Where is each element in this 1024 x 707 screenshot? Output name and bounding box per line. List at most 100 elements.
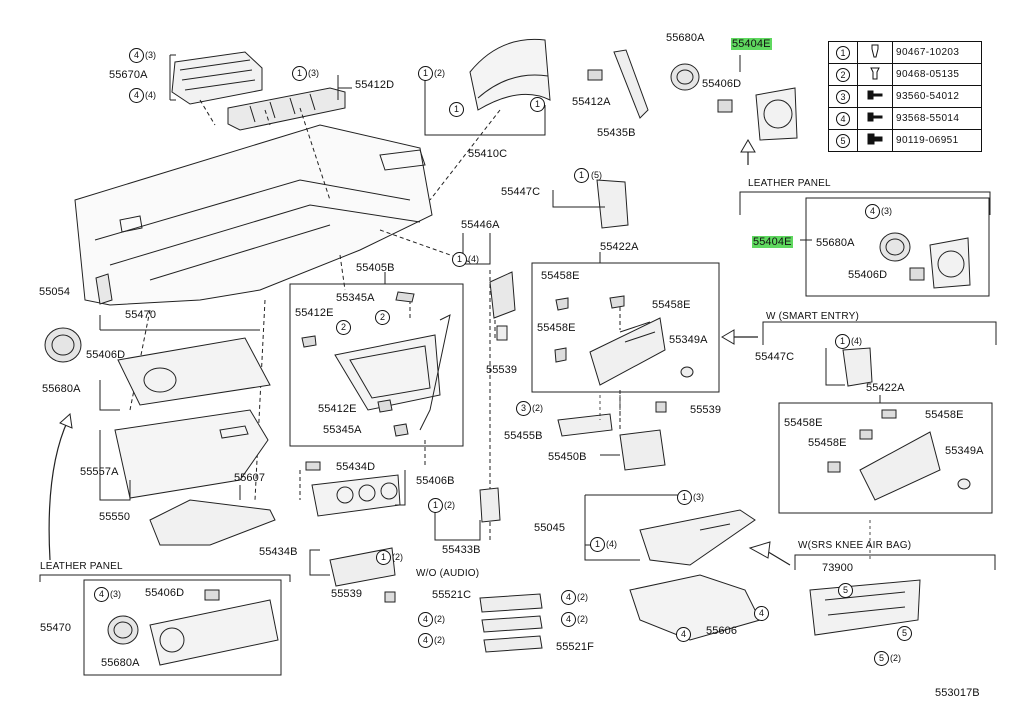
callout-qty: (2) xyxy=(577,592,588,602)
part-label: 55433B xyxy=(442,544,481,556)
part-label: 55539 xyxy=(331,588,363,600)
section-label: W/O (AUDIO) xyxy=(416,568,480,579)
screw-icon xyxy=(867,90,883,100)
part-label: 55422A xyxy=(600,241,639,253)
part-label: 55446A xyxy=(461,219,500,231)
callout-number: 4 xyxy=(561,590,576,605)
part-label: 55458E xyxy=(537,322,576,334)
meter-hood-drawing xyxy=(469,38,551,111)
callout-number: 1 xyxy=(574,168,589,183)
part-label: 55434D xyxy=(336,461,376,473)
legend-row: 1 90467-10203 xyxy=(828,41,982,64)
part-label: 55447C xyxy=(501,186,541,198)
part-label: 55412D xyxy=(355,79,395,91)
callout-number: 5 xyxy=(897,626,912,641)
callout-qty: (3) xyxy=(110,589,121,599)
legend-number: 3 xyxy=(836,89,850,104)
section-label: LEATHER PANEL xyxy=(40,561,123,572)
legend-row: 5 90119-06951 xyxy=(828,129,982,152)
diagram-code: 553017B xyxy=(935,687,980,699)
part-label: 55422A xyxy=(866,382,905,394)
callout-qty: (2) xyxy=(434,614,445,624)
legend-part-number: 90468-05135 xyxy=(892,63,982,86)
part-label: 55435B xyxy=(597,127,636,139)
part-label: 55680A xyxy=(101,657,140,669)
callout-qty: (3) xyxy=(881,206,892,216)
callout-number: 4 xyxy=(418,633,433,648)
callout-number: 1 xyxy=(590,537,605,552)
part-label: 55458E xyxy=(652,299,691,311)
section-label: LEATHER PANEL xyxy=(748,178,831,189)
legend-table: 1 90467-10203 2 90468-05135 3 93560-5401… xyxy=(828,41,982,152)
glove-box-drawing xyxy=(114,409,269,499)
callout-number: 1 xyxy=(449,102,464,117)
screw-icon xyxy=(867,112,883,122)
part-label: 55458E xyxy=(541,270,580,282)
legend-part-number: 93568-55014 xyxy=(892,107,982,130)
part-label: 55349A xyxy=(669,334,708,346)
part-label: 55406D xyxy=(145,587,185,599)
legend-number: 4 xyxy=(836,111,850,126)
part-label: 55412A xyxy=(572,96,611,108)
callout-qty: (2) xyxy=(434,68,445,78)
legend-part-number: 93560-54012 xyxy=(892,85,982,108)
part-label: 55680A xyxy=(666,32,705,44)
bracket-55607-drawing xyxy=(149,499,276,546)
legend-number: 1 xyxy=(836,45,850,60)
legend-part-number: 90119-06951 xyxy=(892,129,982,152)
callout-qty: (2) xyxy=(392,552,403,562)
callout-qty: (2) xyxy=(444,500,455,510)
part-label: 55412E xyxy=(295,307,334,319)
callout-number: 1 xyxy=(530,97,545,112)
callout-qty: (3) xyxy=(693,492,704,502)
lower-dash-drawing xyxy=(639,509,756,566)
part-label: 55450B xyxy=(548,451,587,463)
callout-qty: (3) xyxy=(145,50,156,60)
part-label: 55606 xyxy=(706,625,738,637)
part-label: 55345A xyxy=(323,424,362,436)
callout-number: 4 xyxy=(754,606,769,621)
callout-number: 4 xyxy=(129,88,144,103)
callout-number: 1 xyxy=(418,66,433,81)
strip-drawing xyxy=(613,49,649,119)
part-label: 55458E xyxy=(784,417,823,429)
part-label: 55680A xyxy=(42,383,81,395)
part-label: 55680A xyxy=(816,237,855,249)
callout-number: 5 xyxy=(874,651,889,666)
callout-number: 1 xyxy=(677,490,692,505)
part-label: 73900 xyxy=(822,562,854,574)
part-label: 55539 xyxy=(690,404,722,416)
legend-number: 2 xyxy=(836,67,850,82)
part-label: 55607 xyxy=(234,472,266,484)
bracket-part-drawing xyxy=(171,51,263,105)
part-label: 55349A xyxy=(945,445,984,457)
center-panel-box xyxy=(289,283,464,447)
callout-qty: (4) xyxy=(606,539,617,549)
part-label: 55054 xyxy=(39,286,71,298)
part-label: 55406D xyxy=(848,269,888,281)
center-vent-drawing xyxy=(227,87,346,131)
callout-qty: (2) xyxy=(577,614,588,624)
dashboard-drawing xyxy=(74,124,433,306)
legend-row: 3 93560-54012 xyxy=(828,85,982,108)
part-label: 55458E xyxy=(808,437,847,449)
part-label: 55470 xyxy=(40,622,72,634)
part-label: 55406D xyxy=(702,78,742,90)
callout-qty: (2) xyxy=(434,635,445,645)
callout-number: 1 xyxy=(835,334,850,349)
part-label: 55345A xyxy=(336,292,375,304)
bolt-icon xyxy=(867,133,883,145)
fastener-legend: 1 90467-10203 2 90468-05135 3 93560-5401… xyxy=(828,41,982,157)
legend-number: 5 xyxy=(836,133,850,148)
console-box-a xyxy=(531,262,720,393)
callout-qty: (5) xyxy=(591,170,602,180)
callout-qty: (4) xyxy=(145,90,156,100)
section-label: W (SMART ENTRY) xyxy=(766,311,860,322)
part-label: 55670A xyxy=(109,69,148,81)
lower-panel-drawing xyxy=(117,337,271,406)
part-label: 55455B xyxy=(504,430,543,442)
part-label: 55412E xyxy=(318,403,357,415)
callout-qty: (4) xyxy=(851,336,862,346)
